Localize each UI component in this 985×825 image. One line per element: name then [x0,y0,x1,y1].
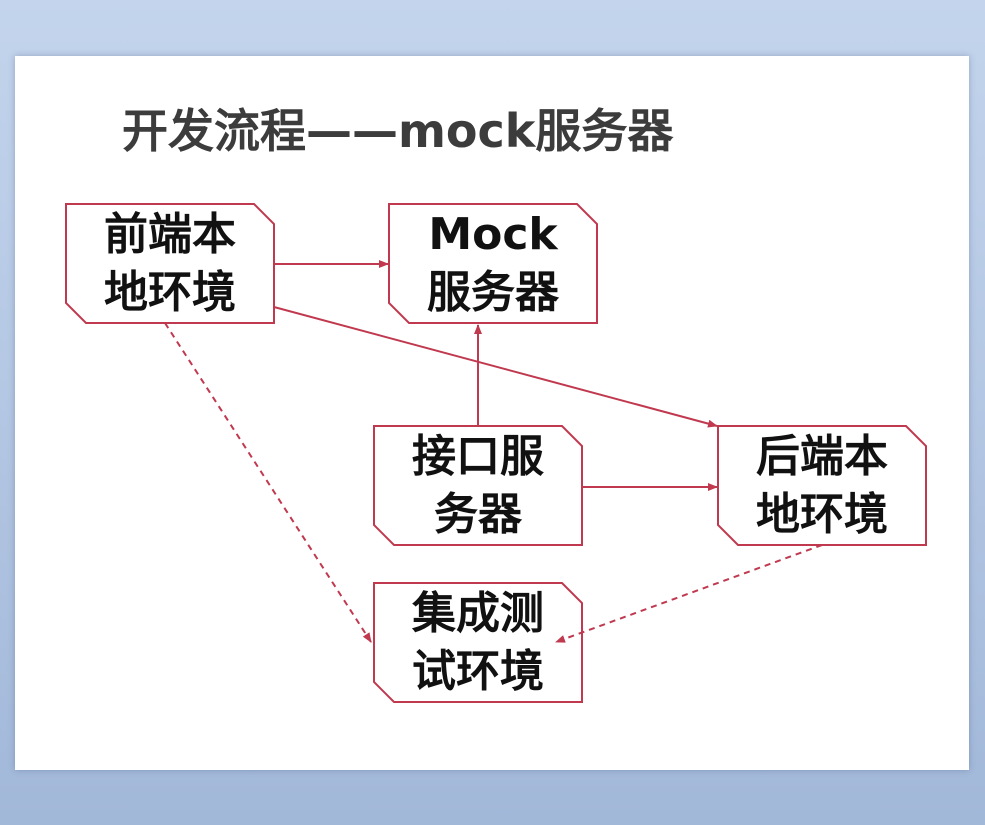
box-integration-test[interactable] [373,582,583,703]
edge-backend-to-integration [555,544,823,643]
node-backend-local-line1: 后端本 [756,430,888,482]
node-mock-server-line2: 服务器 [427,266,559,318]
node-integration-test-line2: 试环境 [412,645,544,697]
box-backend-local[interactable] [717,425,927,546]
node-integration-test-line1: 集成测 [412,587,544,639]
node-frontend-local-line2: 地环境 [104,266,236,318]
edge-frontend-to-backend [273,306,718,428]
slide-title: 开发流程——mock服务器 [122,104,674,158]
box-mock-server[interactable] [388,203,598,324]
node-integration-test[interactable]: 集成测 试环境 [374,583,582,702]
node-backend-local[interactable]: 后端本 地环境 [718,426,926,545]
box-frontend-local[interactable] [65,203,275,324]
node-api-server-line2: 务器 [434,488,522,540]
node-mock-server-line1: Mock [428,208,558,260]
box-api-server[interactable] [373,425,583,546]
node-api-server[interactable]: 接口服 务器 [374,426,582,545]
node-backend-local-line2: 地环境 [756,488,888,540]
node-frontend-local-line1: 前端本 [104,208,236,260]
edge-frontend-to-integration [164,322,372,643]
node-mock-server[interactable]: Mock 服务器 [389,204,597,323]
node-frontend-local[interactable]: 前端本 地环境 [66,204,274,323]
node-api-server-line1: 接口服 [412,430,544,482]
